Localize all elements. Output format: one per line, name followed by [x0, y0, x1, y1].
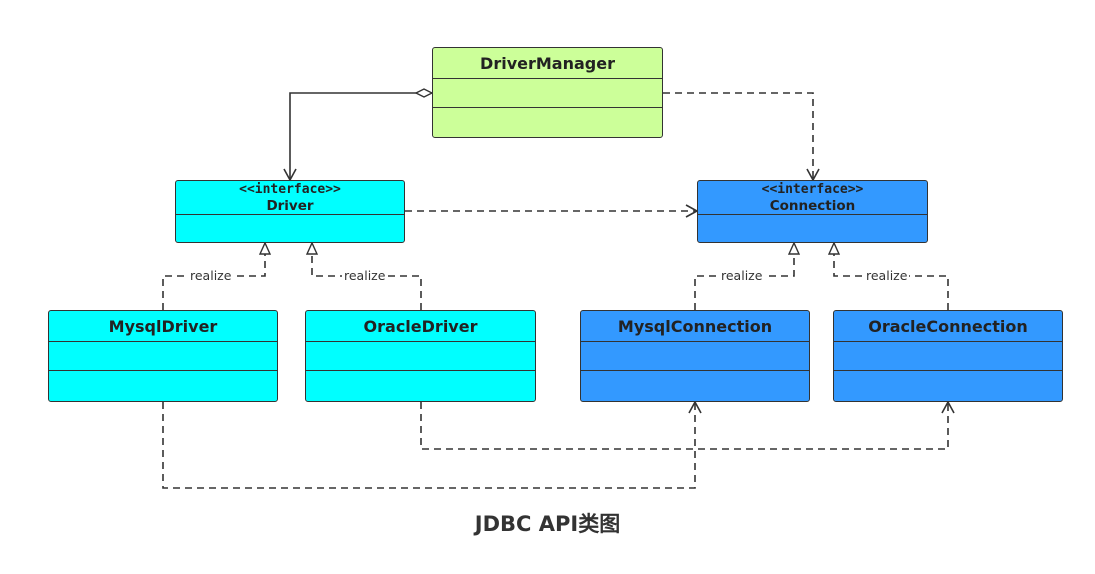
class-name: OracleDriver — [363, 316, 478, 336]
class-mysql-driver[interactable]: MysqlDriver — [48, 310, 278, 402]
class-attributes — [306, 341, 535, 370]
realize-label-mysql-driver: realize — [188, 268, 234, 283]
class-attributes — [834, 341, 1062, 370]
stereotype-label: <<interface>> — [761, 181, 864, 197]
interface-driver[interactable]: <<interface>> Driver — [175, 180, 405, 243]
class-methods — [834, 370, 1062, 399]
dependency-oracle-driver-connection — [420, 400, 955, 450]
class-attributes — [581, 341, 809, 370]
class-name: OracleConnection — [868, 316, 1028, 336]
realize-label-oracle-connection: realize — [864, 268, 910, 283]
class-name: MysqlConnection — [617, 316, 773, 336]
dependency-mysql-driver-connection — [162, 400, 702, 489]
class-methods — [698, 214, 927, 241]
stereotype-label: <<interface>> — [239, 181, 341, 197]
class-name: DriverManager — [480, 53, 615, 73]
class-name: Driver — [266, 197, 314, 214]
class-methods — [433, 107, 662, 136]
realize-label-oracle-driver: realize — [342, 268, 388, 283]
class-header: <<interface>> Connection — [698, 181, 927, 214]
diagram-caption: JDBC API类图 — [474, 512, 621, 536]
class-name: Connection — [769, 197, 856, 214]
class-methods — [176, 214, 404, 241]
class-attributes — [49, 341, 277, 370]
dependency-driver-manager-connection — [663, 92, 820, 182]
class-driver-manager[interactable]: DriverManager — [432, 47, 663, 138]
class-oracle-connection[interactable]: OracleConnection — [833, 310, 1063, 402]
class-oracle-driver[interactable]: OracleDriver — [305, 310, 536, 402]
class-mysql-connection[interactable]: MysqlConnection — [580, 310, 810, 402]
interface-connection[interactable]: <<interface>> Connection — [697, 180, 928, 243]
class-methods — [306, 370, 535, 399]
realization-mysql-connection — [694, 241, 801, 310]
class-methods — [49, 370, 277, 399]
class-attributes — [433, 78, 662, 107]
aggregation-driver-manager-driver — [290, 93, 432, 180]
class-header: <<interface>> Driver — [176, 181, 404, 214]
class-name: MysqlDriver — [108, 316, 218, 336]
realize-label-mysql-connection: realize — [719, 268, 765, 283]
class-methods — [581, 370, 809, 399]
